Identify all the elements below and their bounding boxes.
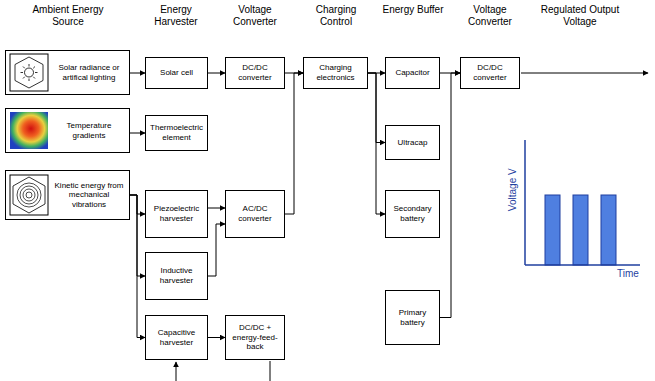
box-text: AC/DC converter xyxy=(229,204,281,223)
source-box: Kinetic energy from mechanical vibration… xyxy=(5,170,130,220)
box-text: Ultracap xyxy=(398,138,428,148)
sun-icon xyxy=(10,54,48,91)
axis-label: Time xyxy=(613,268,643,280)
connector-arrow xyxy=(130,195,145,338)
buffer-box: Capacitor xyxy=(385,57,440,89)
column-heading: Regulated Output Voltage xyxy=(539,4,621,27)
box-text: DC/DC converter xyxy=(229,63,281,82)
buffer-box: Ultracap xyxy=(385,125,440,160)
converter-box: DC/DC converter xyxy=(225,57,285,89)
box-text: DC/DC + energy-feed-back xyxy=(229,323,281,352)
source-box: Solar radiance or artifical lighting xyxy=(5,50,130,95)
charging-box: Charging electronics xyxy=(303,57,368,89)
box-text: Thermoelectric element xyxy=(149,123,204,142)
connector-arrow xyxy=(440,73,460,318)
column-heading: Energy Buffer xyxy=(378,4,448,16)
column-heading: Ambient Energy Source xyxy=(32,4,104,27)
box-text: DC/DC converter xyxy=(464,63,516,82)
box-text: Solar radiance or artifical lighting xyxy=(52,63,126,82)
converter-box: AC/DC converter xyxy=(225,190,285,238)
box-text: Inductive harvester xyxy=(149,266,204,285)
axis-label: Voltage V xyxy=(507,162,519,218)
connector-arrow xyxy=(208,208,225,209)
connector-arrow xyxy=(368,73,385,214)
box-text: Capacitor xyxy=(395,68,429,78)
connector-arrow xyxy=(208,224,225,276)
harvester-box: Solar cell xyxy=(145,57,208,89)
pulse-chart xyxy=(525,140,640,265)
connector-arrow xyxy=(130,133,145,134)
heatmap-icon xyxy=(10,112,48,149)
box-text: Capacitive harvester xyxy=(149,328,204,347)
box-text: Kinetic energy from mechanical vibration… xyxy=(52,181,126,210)
box-text: Piezoelectric harvester xyxy=(149,204,204,223)
output-arrow xyxy=(521,73,648,74)
converter-box: DC/DC converter xyxy=(460,57,520,89)
column-heading: Energy Harvester xyxy=(141,4,211,27)
buffer-box: Primary battery xyxy=(385,290,440,345)
feedback-line xyxy=(270,361,271,381)
harvester-box: Inductive harvester xyxy=(145,252,208,300)
column-heading: Charging Control xyxy=(300,4,372,27)
connector-arrow xyxy=(130,73,145,74)
box-text: Primary battery xyxy=(389,308,436,327)
buffer-box: Secondary battery xyxy=(385,190,440,238)
feedback-arrow xyxy=(176,362,177,381)
box-text: Solar cell xyxy=(160,68,193,78)
box-text: Charging electronics xyxy=(307,63,364,82)
connector-arrow xyxy=(208,337,225,338)
harvester-box: Capacitive harvester xyxy=(145,315,208,360)
box-text: Temperature gradients xyxy=(52,121,126,140)
column-heading: Voltage Converter xyxy=(220,4,290,27)
harvester-box: Thermoelectric element xyxy=(145,115,208,151)
vibration-icon xyxy=(10,175,48,215)
converter-box: DC/DC + energy-feed-back xyxy=(225,315,285,360)
source-box: Temperature gradients xyxy=(5,108,130,153)
connector-arrow xyxy=(208,73,225,74)
harvester-box: Piezoelectric harvester xyxy=(145,190,208,238)
column-heading: Voltage Converter xyxy=(455,4,525,27)
box-text: Secondary battery xyxy=(389,204,436,223)
connector-arrow xyxy=(285,73,303,214)
